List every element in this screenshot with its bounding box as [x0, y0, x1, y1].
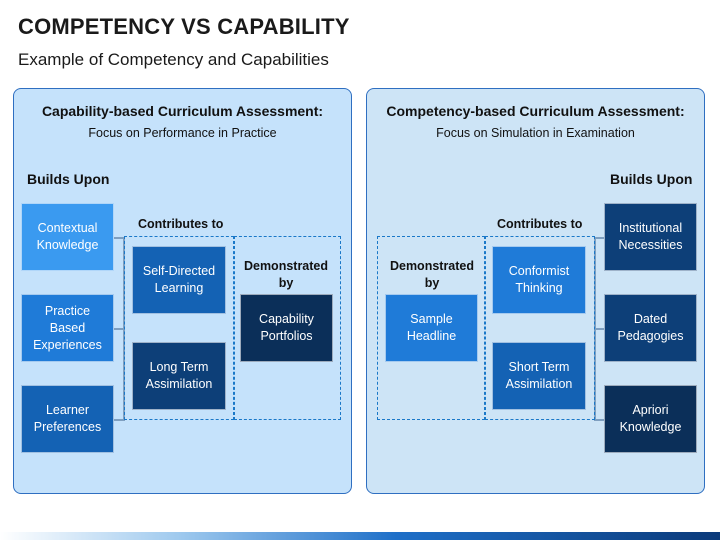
connector-line	[594, 419, 604, 421]
contributes-item-conformist-thinking: Conformist Thinking	[492, 246, 586, 314]
competency-builds-upon-label: Builds Upon	[610, 171, 693, 187]
builds-item-institutional-necessities: Institutional Necessities	[604, 203, 697, 271]
connector-line	[114, 237, 124, 239]
capability-contributes-label: Contributes to	[138, 217, 224, 231]
competency-contributes-label: Contributes to	[497, 217, 583, 231]
connector-line	[114, 419, 124, 421]
footer-bar	[0, 532, 720, 540]
capability-panel-subheading: Focus on Performance in Practice	[88, 126, 277, 140]
builds-item-practice-based-experiences: Practice Based Experiences	[21, 294, 114, 362]
connector-line	[114, 328, 124, 330]
capability-contributes-frame	[124, 236, 234, 420]
builds-item-contextual-knowledge: Contextual Knowledge	[21, 203, 114, 271]
competency-demonstrated-frame	[377, 236, 485, 420]
page-subtitle: Example of Competency and Capabilities	[18, 50, 329, 69]
competency-panel-heading: Competency-based Curriculum Assessment:	[386, 103, 685, 119]
competency-demonstrated-label: Demonstrated by	[389, 259, 475, 290]
connector-line	[594, 237, 596, 421]
capability-panel-heading: Capability-based Curriculum Assessment:	[41, 103, 324, 119]
builds-item-learner-preferences: Learner Preferences	[21, 385, 114, 453]
capability-demonstrated-label: Demonstrated by	[243, 259, 329, 290]
demonstrated-item-capability-portfolios: Capability Portfolios	[240, 294, 333, 362]
connector-line	[594, 237, 604, 239]
contributes-item-self-directed-learning: Self-Directed Learning	[132, 246, 226, 314]
demonstrated-item-sample-headline: Sample Headline	[385, 294, 478, 362]
competency-contributes-frame	[485, 236, 595, 420]
builds-item-apriori-knowledge: Apriori Knowledge	[604, 385, 697, 453]
contributes-item-short-term-assimilation: Short Term Assimilation	[492, 342, 586, 410]
page-title: COMPETENCY VS CAPABILITY	[18, 14, 350, 39]
contributes-item-long-term-assimilation: Long Term Assimilation	[132, 342, 226, 410]
connector-line	[594, 328, 604, 330]
capability-demonstrated-frame	[234, 236, 341, 420]
competency-panel-subheading: Focus on Simulation in Examination	[436, 126, 635, 140]
capability-builds-upon-label: Builds Upon	[27, 171, 110, 187]
builds-item-dated-pedagogies: Dated Pedagogies	[604, 294, 697, 362]
